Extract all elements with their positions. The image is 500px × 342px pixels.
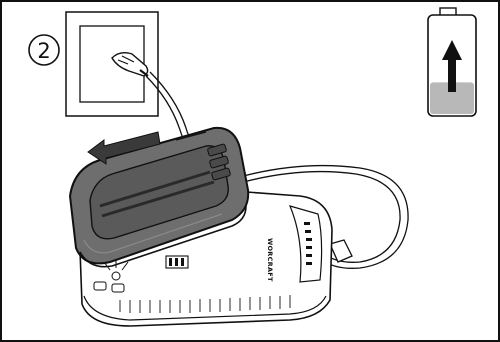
step-badge: 2 [29, 35, 59, 65]
battery-charging-icon [428, 8, 476, 116]
charger-brand: WORCRAFT [266, 238, 274, 282]
step-number: 2 [37, 39, 50, 63]
wall-socket-icon [66, 12, 158, 116]
